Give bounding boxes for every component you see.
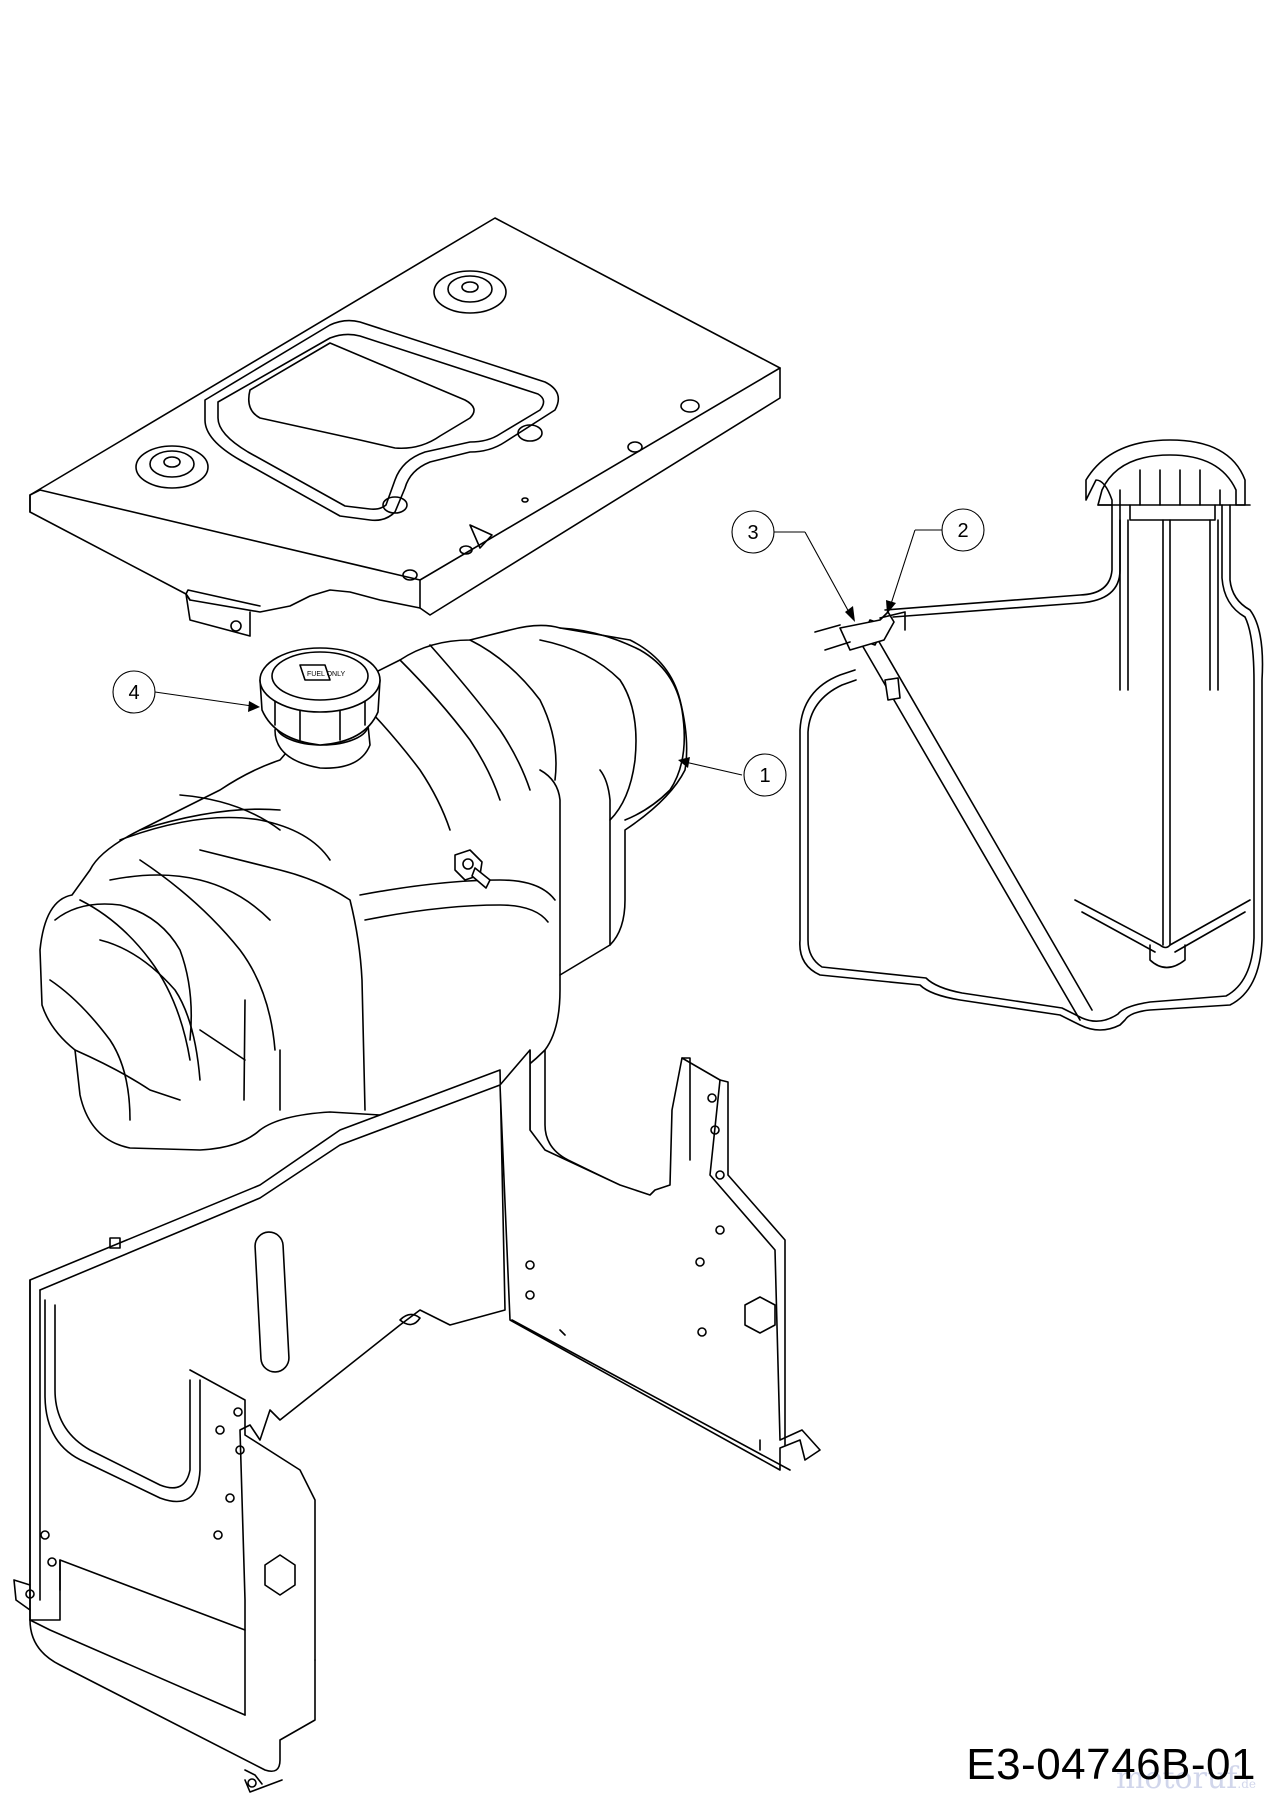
fuel-tank [39, 624, 688, 1224]
callout-4-label: 4 [128, 682, 139, 704]
callout-1[interactable]: 1 [678, 753, 787, 797]
watermark-suffix: .de [1237, 1777, 1256, 1791]
mounting-plate [29, 217, 781, 637]
svg-text:FUEL ONLY: FUEL ONLY [307, 671, 345, 678]
callout-3[interactable]: 3 [731, 510, 855, 622]
fuel-cap: FUEL ONLY [259, 647, 381, 746]
drawing-code: E3-04746B-01 [966, 1740, 1256, 1789]
callout-4[interactable]: 4 [112, 670, 260, 714]
frame-bracket [13, 1049, 821, 1793]
watermark: motoruf.de [1116, 1761, 1256, 1796]
callout-2-label: 2 [957, 520, 968, 542]
callout-2[interactable]: 2 [886, 508, 985, 614]
tank-cutaway [799, 439, 1264, 1031]
callout-1-label: 1 [759, 765, 770, 787]
watermark-name: motoruf [1115, 1761, 1238, 1796]
callout-3-label: 3 [747, 522, 758, 544]
